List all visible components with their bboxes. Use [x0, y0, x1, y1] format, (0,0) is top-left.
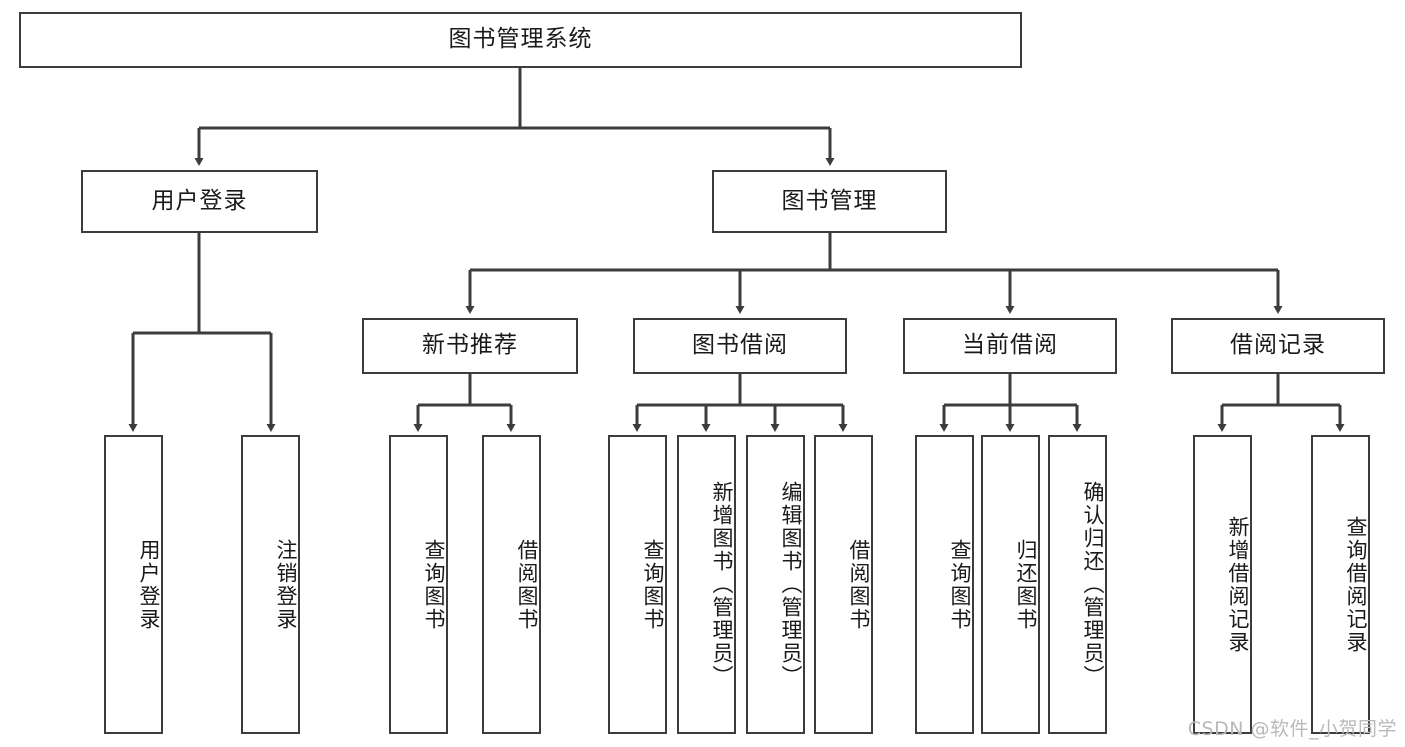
node-book-management[interactable]: 图书管理 — [712, 170, 947, 233]
leaf-borrow-record-query-record[interactable]: 查询借阅记录 — [1311, 435, 1370, 734]
node-label: 确认归还（管理员） — [1081, 481, 1105, 688]
node-label: 编辑图书（管理员） — [779, 481, 803, 688]
leaf-current-borrow-return-book[interactable]: 归还图书 — [981, 435, 1040, 734]
node-label: 当前借阅 — [962, 332, 1058, 359]
leaf-user-login-logout[interactable]: 注销登录 — [241, 435, 300, 734]
node-label: 图书借阅 — [692, 332, 788, 359]
node-user-login[interactable]: 用户登录 — [81, 170, 318, 233]
leaf-book-borrow-borrow-book[interactable]: 借阅图书 — [814, 435, 873, 734]
node-label: 借阅图书 — [515, 538, 539, 631]
node-label: 新增借阅记录 — [1226, 515, 1250, 654]
node-label: 图书管理系统 — [448, 26, 593, 53]
node-label: 用户登录 — [137, 538, 161, 631]
leaf-current-borrow-confirm-return-admin[interactable]: 确认归还（管理员） — [1048, 435, 1107, 734]
leaf-book-borrow-query-book[interactable]: 查询图书 — [608, 435, 667, 734]
leaf-user-login-login[interactable]: 用户登录 — [104, 435, 163, 734]
node-label: 借阅图书 — [847, 538, 871, 631]
leaf-book-borrow-edit-book-admin[interactable]: 编辑图书（管理员） — [746, 435, 805, 734]
node-label: 注销登录 — [274, 538, 298, 631]
node-label: 借阅记录 — [1230, 332, 1326, 359]
node-label: 用户登录 — [151, 187, 248, 214]
node-root-book-management-system[interactable]: 图书管理系统 — [19, 12, 1022, 68]
leaf-borrow-record-add-record[interactable]: 新增借阅记录 — [1193, 435, 1252, 734]
node-label: 查询图书 — [422, 538, 446, 631]
node-book-borrow[interactable]: 图书借阅 — [633, 318, 847, 374]
leaf-current-borrow-query-book[interactable]: 查询图书 — [915, 435, 974, 734]
leaf-book-borrow-add-book-admin[interactable]: 新增图书（管理员） — [677, 435, 736, 734]
node-borrow-record[interactable]: 借阅记录 — [1171, 318, 1385, 374]
node-label: 查询图书 — [948, 538, 972, 631]
node-label: 归还图书 — [1014, 538, 1038, 631]
node-label: 查询借阅记录 — [1344, 515, 1368, 654]
node-new-book-recommend[interactable]: 新书推荐 — [362, 318, 578, 374]
leaf-new-book-query-book[interactable]: 查询图书 — [389, 435, 448, 734]
node-label: 查询图书 — [641, 538, 665, 631]
node-label: 新书推荐 — [422, 332, 518, 359]
node-label: 新增图书（管理员） — [710, 481, 734, 688]
leaf-new-book-borrow-book[interactable]: 借阅图书 — [482, 435, 541, 734]
watermark-text: CSDN @软件_小贺同学 — [1187, 718, 1397, 740]
node-label: 图书管理 — [781, 187, 878, 214]
node-current-borrow[interactable]: 当前借阅 — [903, 318, 1117, 374]
